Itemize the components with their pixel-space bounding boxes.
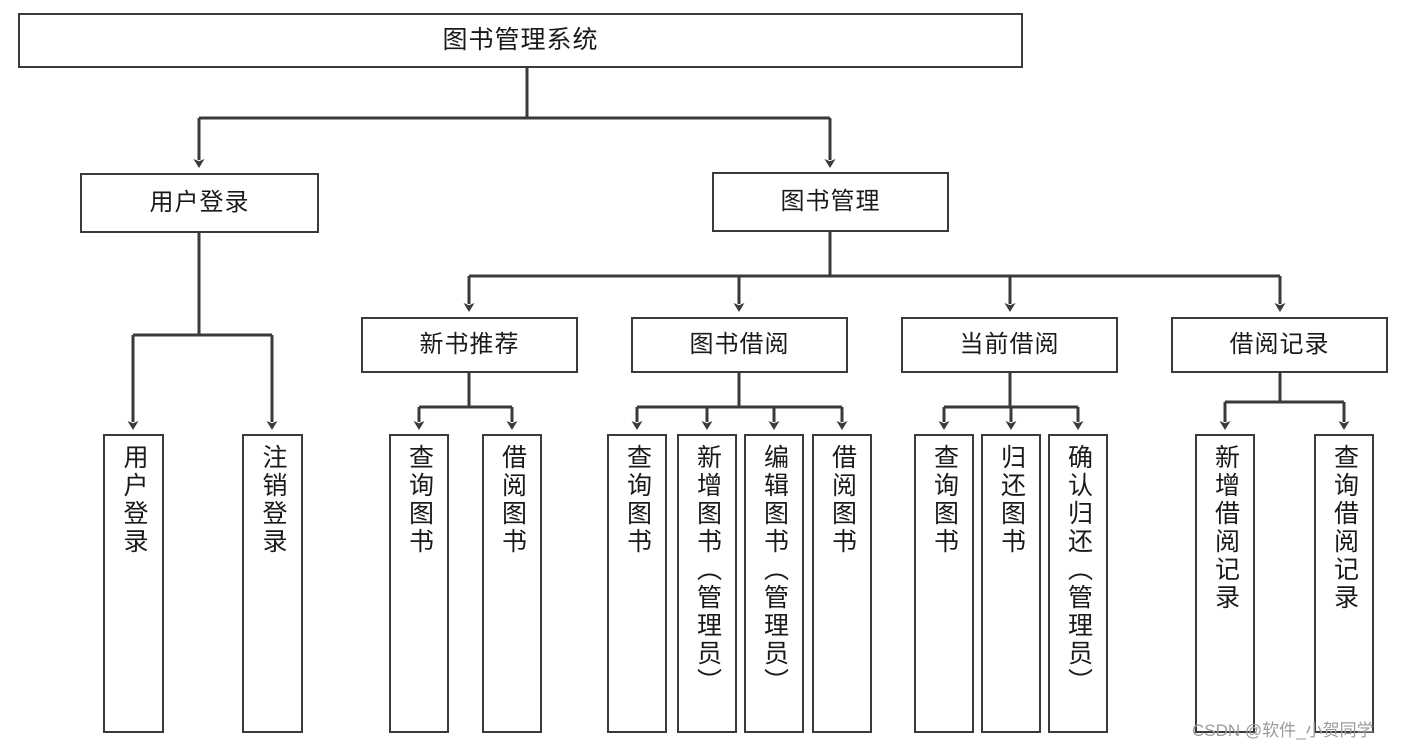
leaf-confirm-return-admin[interactable]: 确认归还（管理员） xyxy=(1048,434,1108,733)
leaf-borrow-book[interactable]: 借阅图书 xyxy=(812,434,872,733)
leaf-query-book-borrow[interactable]: 查询图书 xyxy=(607,434,667,733)
leaf-edit-book-admin[interactable]: 编辑图书（管理员） xyxy=(744,434,804,733)
node-label: 新书推荐 xyxy=(419,331,520,359)
leaf-user-login[interactable]: 用户登录 xyxy=(103,434,164,733)
leaf-borrow-book-recommend[interactable]: 借阅图书 xyxy=(482,434,542,733)
node-current-borrow[interactable]: 当前借阅 xyxy=(901,317,1118,373)
node-label: 查询图书 xyxy=(930,444,959,556)
node-new-book-recommend[interactable]: 新书推荐 xyxy=(361,317,578,373)
node-user-login[interactable]: 用户登录 xyxy=(80,173,319,233)
node-book-borrow[interactable]: 图书借阅 xyxy=(631,317,848,373)
node-label: 编辑图书（管理员） xyxy=(760,444,789,696)
node-borrow-record[interactable]: 借阅记录 xyxy=(1171,317,1388,373)
node-label: 归还图书 xyxy=(997,444,1026,556)
leaf-query-book-recommend[interactable]: 查询图书 xyxy=(389,434,449,733)
node-label: 借阅图书 xyxy=(828,444,857,556)
node-label: 查询图书 xyxy=(623,444,652,556)
node-label: 用户登录 xyxy=(120,444,148,556)
leaf-add-book-admin[interactable]: 新增图书（管理员） xyxy=(677,434,737,733)
node-root-book-management-system[interactable]: 图书管理系统 xyxy=(18,13,1023,68)
node-label: 查询借阅记录 xyxy=(1330,444,1359,612)
node-label: 注销登录 xyxy=(259,444,287,556)
node-label: 新增借阅记录 xyxy=(1211,444,1240,612)
leaf-return-book[interactable]: 归还图书 xyxy=(981,434,1041,733)
node-label: 借阅记录 xyxy=(1229,331,1330,359)
leaf-user-logout[interactable]: 注销登录 xyxy=(242,434,303,733)
node-label: 借阅图书 xyxy=(498,444,527,556)
node-label: 用户登录 xyxy=(149,189,250,217)
node-book-management[interactable]: 图书管理 xyxy=(712,172,949,232)
node-label: 图书管理系统 xyxy=(442,26,599,55)
node-label: 当前借阅 xyxy=(959,331,1060,359)
node-label: 确认归还（管理员） xyxy=(1064,444,1093,696)
node-label: 新增图书（管理员） xyxy=(693,444,722,696)
node-label: 图书借阅 xyxy=(689,331,790,359)
node-label: 图书管理 xyxy=(780,188,881,216)
node-label: 查询图书 xyxy=(405,444,434,556)
leaf-query-book-current[interactable]: 查询图书 xyxy=(914,434,974,733)
csdn-watermark: CSDN @软件_小贺同学 xyxy=(1192,721,1374,740)
leaf-add-borrow-record[interactable]: 新增借阅记录 xyxy=(1195,434,1255,733)
leaf-query-borrow-record[interactable]: 查询借阅记录 xyxy=(1314,434,1374,733)
